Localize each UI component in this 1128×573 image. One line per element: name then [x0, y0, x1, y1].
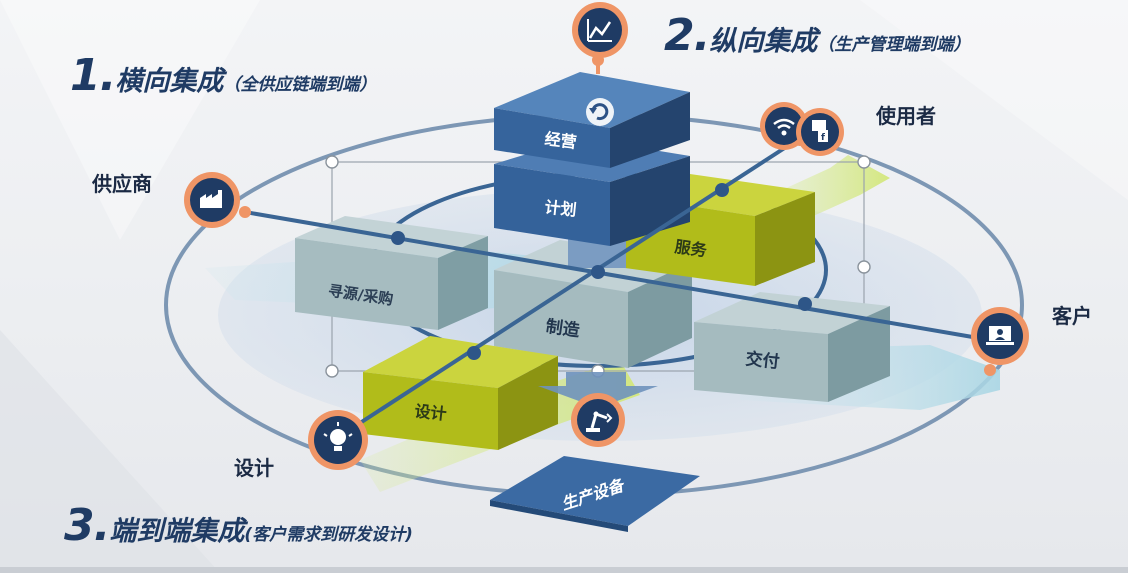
lightbulb-icon[interactable] [308, 410, 368, 470]
horizontal-axis-line [244, 210, 991, 342]
heading-vertical-sub: （生产管理端到端） [817, 35, 971, 55]
heading-end-to-end-sub: (客户需求到研发设计) [244, 525, 413, 545]
heading-end-to-end-number: 3. [64, 500, 110, 551]
bg-facet [860, 0, 1128, 200]
heading-vertical-number: 2. [664, 10, 710, 61]
block-sourcing[interactable]: 寻源/采购 [295, 216, 488, 330]
block-design-label: 设计 [414, 401, 448, 423]
block-operation-label: 经营 [544, 129, 578, 152]
bg-facet [0, 0, 260, 240]
block-design[interactable]: 设计 [363, 336, 558, 450]
factory-icon[interactable] [184, 172, 240, 228]
heading-end-to-end-title: 端到端集成 [109, 516, 245, 547]
heading-horizontal-sub: （全供应链端到端） [223, 75, 377, 95]
label-supplier: 供应商 [92, 172, 152, 196]
heading-vertical-title: 纵向集成 [709, 26, 818, 57]
label-customer: 客户 [1052, 304, 1092, 328]
down-arrow [538, 372, 658, 408]
laptop-user-icon[interactable] [971, 307, 1029, 365]
heading-end-to-end: 3.端到端集成(客户需求到研发设计) [64, 500, 413, 551]
heading-horizontal-title: 横向集成 [115, 66, 224, 97]
junction-nodes [391, 183, 812, 360]
chart-icon[interactable] [572, 2, 628, 58]
heading-horizontal: 1.横向集成（全供应链端到端） [70, 50, 376, 101]
block-equipment[interactable]: 生产设备 [490, 456, 700, 532]
block-plan-label: 计划 [544, 197, 578, 219]
wifi-icon[interactable] [760, 102, 808, 150]
bg-facet [0, 330, 220, 573]
social-icon[interactable]: f [796, 108, 844, 156]
robot-arm-icon[interactable] [571, 393, 625, 447]
refresh-icon [586, 98, 614, 126]
label-design: 设计 [234, 456, 274, 480]
block-operation[interactable]: 经营 [494, 72, 690, 168]
block-manufacturing-label: 制造 [544, 316, 582, 342]
block-service-label: 服务 [674, 237, 709, 260]
block-delivery[interactable]: 交付 [694, 292, 890, 402]
heading-horizontal-number: 1. [70, 50, 116, 101]
svg-text:f: f [821, 133, 825, 143]
heading-vertical: 2.纵向集成（生产管理端到端） [664, 10, 970, 61]
block-delivery-label: 交付 [745, 348, 781, 372]
label-user: 使用者 [876, 104, 936, 128]
bottom-bar [0, 567, 1128, 573]
